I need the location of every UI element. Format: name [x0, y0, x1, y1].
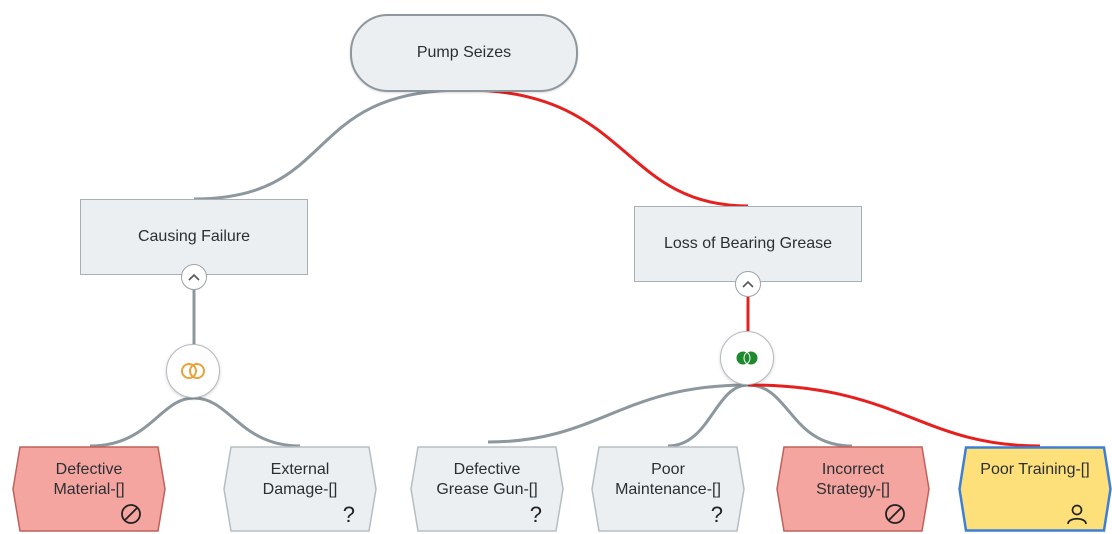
node-label: Loss of Bearing Grease: [663, 235, 833, 253]
edge-or-external-damage: [193, 396, 301, 448]
critical-edge-top-loss: [465, 88, 749, 208]
question-mark-icon: ?: [710, 502, 723, 527]
hypothesis-label: Defective Grease Gun-[]: [436, 461, 538, 498]
hypothesis-incorrect-strategy[interactable]: Incorrect Strategy-[]: [776, 446, 930, 532]
node-label: Causing Failure: [137, 228, 251, 246]
question-mark-icon: ?: [529, 502, 542, 527]
hexagon-shape: [958, 446, 1112, 532]
hypothesis-defective-grease-gun[interactable]: Defective Grease Gun-[] ?: [410, 446, 564, 532]
chevron-up-icon: [742, 280, 754, 288]
and-gate-icon: [735, 350, 759, 366]
hypothesis-poor-maintenance[interactable]: Poor Maintenance-[] ?: [591, 446, 745, 532]
hypothesis-label: Defective Material-[]: [53, 461, 125, 498]
critical-edge-and-poor-training: [747, 383, 1041, 448]
or-gate-icon: [181, 363, 205, 379]
collapse-button[interactable]: [181, 264, 207, 290]
edge-or-defective-material: [89, 396, 195, 448]
chevron-up-icon: [188, 273, 200, 281]
edge-top-causing: [193, 88, 465, 201]
collapse-button[interactable]: [735, 271, 761, 297]
or-gate[interactable]: [166, 344, 220, 398]
top-event-label: Pump Seizes: [416, 44, 512, 62]
question-mark-icon: ?: [342, 502, 355, 527]
hexagon-shape: [410, 446, 564, 532]
hypothesis-defective-material[interactable]: Defective Material-[]: [12, 446, 166, 532]
hypothesis-label: Incorrect Strategy-[]: [816, 461, 890, 498]
hypothesis-label: Poor Training-[]: [980, 461, 1090, 478]
hexagon-shape: [12, 446, 166, 532]
hypothesis-poor-training[interactable]: Poor Training-[]: [958, 446, 1112, 532]
hypothesis-label: External Damage-[]: [262, 461, 338, 498]
hypothesis-external-damage[interactable]: External Damage-[] ?: [223, 446, 377, 532]
hexagon-shape: [591, 446, 745, 532]
edge-and-poor-maintenance: [667, 383, 749, 448]
person-icon: [1067, 504, 1087, 525]
hexagon-shape: [776, 446, 930, 532]
prohibited-icon: [121, 504, 141, 524]
prohibited-icon: [885, 504, 905, 524]
edge-and-grease-gun: [487, 383, 749, 444]
hypothesis-label: Poor Maintenance-[]: [615, 461, 721, 498]
node-loss-of-bearing-grease[interactable]: Loss of Bearing Grease: [634, 206, 862, 282]
and-gate[interactable]: [720, 331, 774, 385]
edge-and-incorrect-strategy: [747, 383, 853, 448]
hexagon-shape: [223, 446, 377, 532]
top-event-node[interactable]: Pump Seizes: [350, 14, 578, 92]
